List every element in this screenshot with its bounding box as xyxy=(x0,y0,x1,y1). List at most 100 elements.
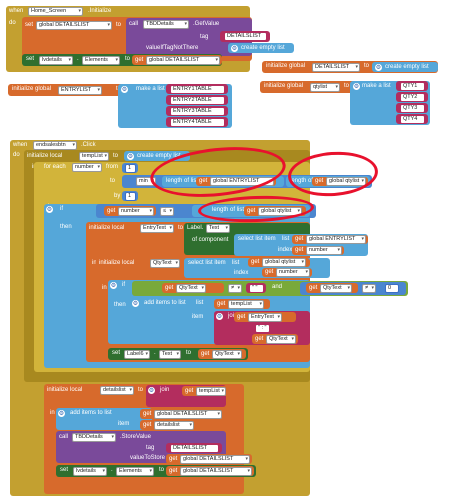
tag-string-block[interactable]: DETAILSLIST xyxy=(220,31,270,42)
get-global-detailslist-block-2[interactable]: get global DETAILSLIST xyxy=(140,409,224,419)
var-select[interactable]: global qtylist xyxy=(262,258,306,267)
init-global-qtylist-block[interactable]: initialize global qtylist to xyxy=(260,81,360,93)
var-select[interactable]: number xyxy=(306,246,342,255)
get-qtytext-block-3[interactable]: get QtyText xyxy=(252,334,298,344)
var-name-field[interactable]: QtyText xyxy=(150,259,180,268)
gear-icon[interactable]: ⚙ xyxy=(148,387,155,394)
get-global-qtylist-block[interactable]: get global qtylist xyxy=(312,177,368,186)
qty-string-4[interactable]: QTY4 xyxy=(400,114,425,124)
get-global-detailslist-block[interactable]: get global DETAILSLIST xyxy=(132,55,222,65)
get-qtytext-block-2[interactable]: get QtyText xyxy=(306,283,358,293)
get-global-entrylist-block[interactable]: get global ENTRYLIST xyxy=(196,177,276,186)
var-select[interactable]: global qtylist xyxy=(258,206,302,216)
get-detailslist-block[interactable]: get detailslist xyxy=(140,420,198,430)
var-select[interactable]: QtyText xyxy=(320,283,352,293)
entry-string-2[interactable]: ENTRY2TABLE xyxy=(170,95,225,105)
var-select[interactable]: global DETAILSLIST xyxy=(146,55,220,65)
get-global-qtylist-block-3[interactable]: get global qtylist xyxy=(248,258,310,267)
qty-string-2[interactable]: QTY2 xyxy=(400,92,425,102)
component-select[interactable]: Home_Screen xyxy=(28,7,83,16)
get-number-block-2[interactable]: get number xyxy=(292,246,344,255)
empty-string[interactable]: " " xyxy=(249,283,264,293)
from-number[interactable]: 1 xyxy=(125,163,136,173)
gear-icon[interactable]: ⚙ xyxy=(375,63,382,71)
qty-string-1[interactable]: QTY1 xyxy=(400,81,425,91)
property-select[interactable]: Elements xyxy=(82,55,120,65)
zero-number[interactable]: 0 xyxy=(385,283,399,293)
by-number[interactable]: 1 xyxy=(125,191,136,201)
get-global-detailslist-block-3[interactable]: get global DETAILSLIST xyxy=(166,454,252,464)
gear-icon[interactable]: ⚙ xyxy=(58,410,65,417)
create-empty-list-block-3[interactable]: ⚙ create empty list xyxy=(124,151,190,161)
name-field[interactable]: ENTRYLIST xyxy=(58,85,102,95)
var-select[interactable]: tempList xyxy=(228,299,264,309)
global-var-select[interactable]: global DETAILSLIST xyxy=(36,21,112,30)
entry-item-4[interactable]: ENTRY4TABLE xyxy=(166,117,228,127)
entry-item-3[interactable]: ENTRY3TABLE xyxy=(166,106,228,116)
entry-string-4[interactable]: ENTRY4TABLE xyxy=(170,117,225,127)
gear-icon[interactable]: ⚙ xyxy=(132,300,139,307)
create-empty-list-block-2[interactable]: ⚙ create empty list xyxy=(372,62,438,72)
get-global-entrylist-block-2[interactable]: get global ENTRYLIST xyxy=(292,235,368,244)
get-entrytext-block[interactable]: get EntryText xyxy=(234,312,296,322)
var-select[interactable]: number xyxy=(118,206,154,216)
var-select[interactable]: global DETAILSLIST xyxy=(180,466,252,476)
gear-icon[interactable]: ⚙ xyxy=(121,86,128,93)
gear-icon[interactable]: ⚙ xyxy=(231,44,238,52)
get-qtytext-block-4[interactable]: get QtyText xyxy=(198,349,246,359)
empty-string-block[interactable]: " " xyxy=(246,283,266,293)
get-templist-block[interactable]: get tempList xyxy=(214,299,270,309)
var-select[interactable]: global ENTRYLIST xyxy=(306,235,366,244)
var-name-field[interactable]: EntryText xyxy=(140,224,174,233)
call-component-select[interactable]: TBDDetails xyxy=(72,433,116,442)
tag-string[interactable]: DETAILSLIST xyxy=(224,32,267,41)
gear-icon[interactable]: ⚙ xyxy=(127,152,134,160)
entry-string-3[interactable]: ENTRY3TABLE xyxy=(170,106,225,116)
gear-icon[interactable]: ⚙ xyxy=(46,206,53,213)
get-global-qtylist-block-2[interactable]: get global qtylist xyxy=(244,206,306,216)
var-select[interactable]: global qtylist xyxy=(326,177,366,186)
gear-icon[interactable]: ⚙ xyxy=(110,282,117,289)
qty-item-2[interactable]: QTY2 xyxy=(396,92,428,102)
tag-string[interactable]: DETAILSLIST xyxy=(170,443,219,453)
get-number-block[interactable]: get number xyxy=(104,206,156,216)
qty-item-1[interactable]: QTY1 xyxy=(396,81,428,91)
var-select[interactable]: EntryText xyxy=(248,312,282,322)
entry-item-1[interactable]: ENTRY1TABLE xyxy=(166,84,228,94)
qty-item-4[interactable]: QTY4 xyxy=(396,114,428,124)
property-select[interactable]: Elements xyxy=(116,466,154,476)
component-select[interactable]: lvdetails xyxy=(39,55,73,65)
tag-string-block-2[interactable]: DETAILSLIST xyxy=(166,443,222,453)
get-number-block-3[interactable]: get number xyxy=(262,268,312,277)
neq-op-select[interactable]: ≠ xyxy=(228,284,242,293)
min-select[interactable]: min xyxy=(136,177,156,186)
neq-op-select-2[interactable]: ≠ xyxy=(362,284,376,293)
var-select[interactable]: QtyText xyxy=(212,349,242,359)
create-empty-list-block[interactable]: ⚙ create empty list xyxy=(228,43,294,53)
property-select[interactable]: Text xyxy=(159,349,181,359)
var-name-field[interactable]: tempList xyxy=(79,152,109,161)
from-number-block[interactable]: 1 xyxy=(122,163,138,173)
le-op-select[interactable]: ≤ xyxy=(160,206,174,216)
component-select[interactable]: Label6 xyxy=(124,349,150,359)
by-number-block[interactable]: 1 xyxy=(122,191,138,201)
var-select[interactable]: number xyxy=(276,268,310,277)
var-select[interactable]: QtyText xyxy=(266,334,296,344)
init-global-entrylist-block[interactable]: initialize global ENTRYLIST to xyxy=(8,84,128,96)
empty-join-socket[interactable] xyxy=(182,397,192,406)
var-name-field[interactable]: detailslist xyxy=(100,386,134,395)
colon-string-block[interactable]: " : " xyxy=(252,323,272,333)
var-select[interactable]: global ENTRYLIST xyxy=(210,177,274,186)
get-templist-block-2[interactable]: get tempList xyxy=(182,386,230,396)
component-select[interactable]: endsalesbtn xyxy=(33,141,77,150)
gear-icon[interactable]: ⚙ xyxy=(216,313,223,320)
var-select[interactable]: detailslist xyxy=(154,420,194,430)
property-select[interactable]: Text xyxy=(206,224,230,233)
add-items-detailslist-block[interactable]: ⚙ add items to list item xyxy=(56,408,152,430)
call-component-select[interactable]: TBDDetails xyxy=(143,20,189,29)
name-field[interactable]: qtylist xyxy=(310,82,340,92)
get-global-detailslist-block-4[interactable]: get global DETAILSLIST xyxy=(166,466,254,476)
zero-number-block[interactable]: 0 xyxy=(382,283,402,293)
component-select[interactable]: lvdetails xyxy=(73,466,107,476)
var-select[interactable]: QtyText xyxy=(176,283,206,293)
